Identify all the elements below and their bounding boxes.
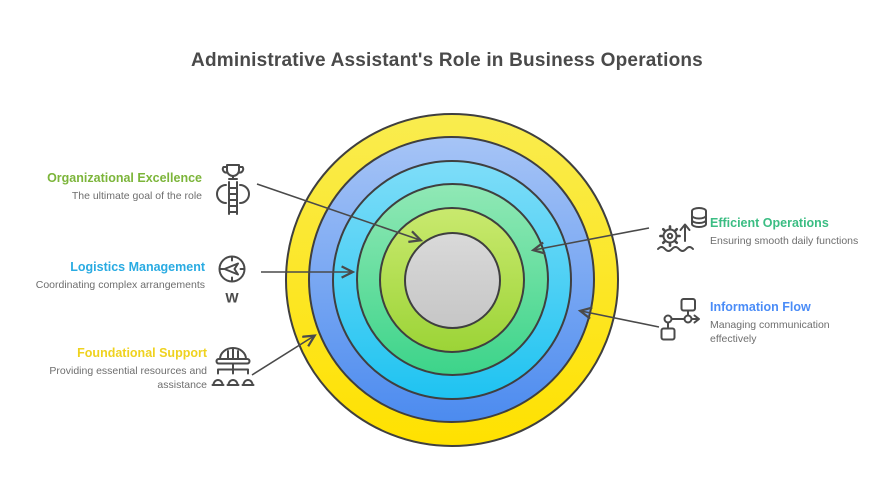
ring-center-core (404, 232, 501, 329)
label-heading: Logistics Management (70, 260, 205, 274)
label-logistics-management: Logistics Management Coordinating comple… (0, 260, 205, 292)
label-organizational-excellence: Organizational Excellence The ultimate g… (2, 171, 202, 203)
label-description: Providing essential resources and assist… (49, 365, 207, 392)
label-heading: Foundational Support (77, 346, 207, 360)
label-description: Ensuring smooth daily functions (710, 235, 859, 247)
compass-west-letter: W (225, 290, 239, 306)
label-information-flow: Information Flow Managing communication … (710, 300, 860, 346)
compass-icon: W (217, 253, 247, 305)
page-title: Administrative Assistant's Role in Busin… (191, 50, 703, 71)
label-description: The ultimate goal of the role (71, 190, 202, 202)
label-heading: Efficient Operations (710, 216, 829, 230)
label-description: Managing communication effectively (710, 319, 830, 346)
gear-data-icon (656, 205, 708, 253)
label-efficient-operations: Efficient Operations Ensuring smooth dai… (710, 216, 885, 248)
hardhat-team-icon (209, 344, 257, 390)
label-heading: Information Flow (710, 300, 811, 314)
label-description: Coordinating complex arrangements (35, 279, 205, 291)
ladder-trophy-icon (213, 162, 253, 216)
label-heading: Organizational Excellence (47, 171, 202, 185)
flowchart-icon (658, 296, 702, 342)
label-foundational-support: Foundational Support Providing essential… (22, 346, 207, 392)
